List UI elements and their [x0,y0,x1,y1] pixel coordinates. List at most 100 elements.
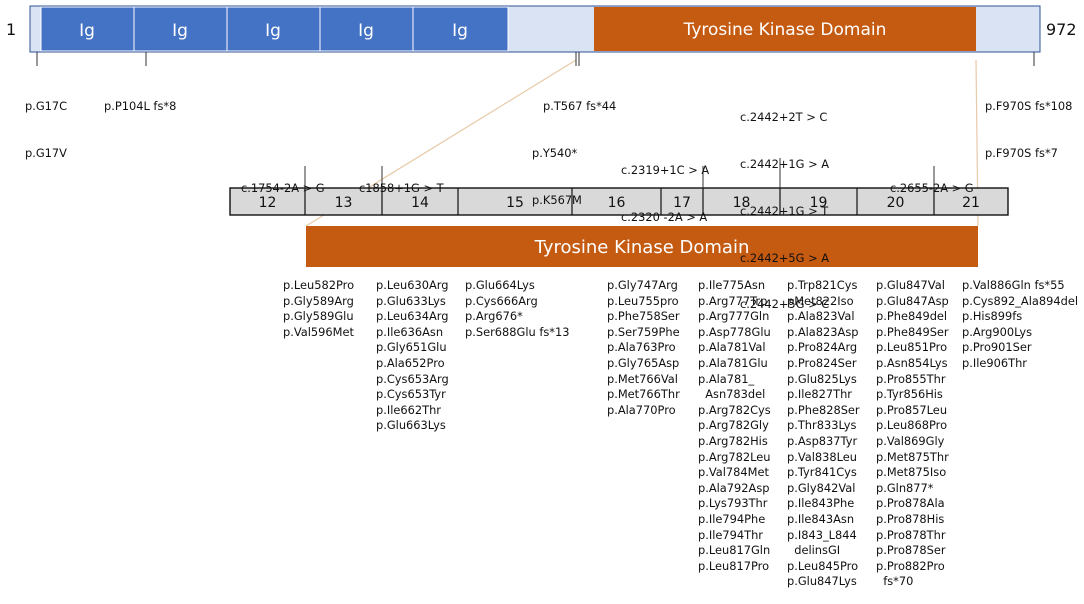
mutation-entry: fs*70 [876,574,914,589]
top-mutation-line: p.K567M [532,192,582,207]
mutation-entry: p.Ile775Asn [698,278,766,292]
splice-label-line: c1858+1G > T [359,181,444,196]
mutation-entry: p.Leu845Pro [787,558,859,573]
ig-domain-5-label: Ig [452,21,468,41]
mutation-entry: p.Leu817Pro [698,558,770,573]
exon-label-21: 21 [962,195,980,211]
mutation-entry: p.Ala652Pro [376,355,445,370]
mutation-entry: p.Cys666Arg [465,293,538,308]
mutation-entry: p.Glu663Lys [376,418,446,433]
top-mutation-f970: p.F970S fs*108 p.F970S fs*7 [985,68,1072,177]
mutation-entry: p.Ala823Val [787,309,855,324]
mutation-entry: p.Gly651Glu [376,340,447,355]
mutation-entry: p.Pro878His [876,511,945,526]
mutation-entry: p.Met875Thr [876,449,949,464]
exon-track [229,187,1009,216]
mutation-entry: p.Thr833Lys [787,418,857,433]
splice-label-2442: c.2442+2T > C c.2442+1G > A c.2442+1G > … [740,79,829,329]
splice-label-line: c.2442+1G > T [740,203,829,218]
mutation-entry: p.Arg782Leu [698,449,771,464]
mutation-entry: p.Ala823Asp [787,324,859,339]
mutation-entry: p.Gly842Val [787,480,856,495]
mutation-entry: p.Ile794Thr [698,527,763,542]
mutation-entry: p.Arg782Cys [698,402,771,417]
mutation-entry: p.Leu851Pro [876,340,948,355]
kinase-domain-bottom [306,226,978,267]
exon-label-13: 13 [335,195,353,211]
splice-label-line: c.2442+5G > A [740,250,830,265]
mutation-entry: p.Glu825Lys [787,371,857,386]
mutation-entry: p.Gly765Asp [607,355,680,370]
splice-label-1858: c1858+1G > T [359,150,444,212]
top-mutation-line: p.P104L fs*8 [104,99,177,114]
mutation-entry: p.Tyr856His [876,387,943,402]
top-mutation-g17: p.G17C p.G17V [25,68,67,177]
kinase-domain-top-label: Tyrosine Kinase Domain [683,20,887,40]
splice-label-line: c.2442+5G > C [740,297,830,312]
protein-start-number: 1 [6,20,17,39]
top-mutation-p104: p.P104L fs*8 [104,68,176,130]
ig-domain-4-label: Ig [358,21,374,41]
mutation-entry: p.Phe828Ser [787,402,860,417]
mutation-entry: p.Ile843Phe [787,496,855,511]
mutation-entry: p.Ala781_ [698,371,755,386]
exon-label-16: 16 [608,195,626,211]
mutation-entry: p.Cys892_Ala894del [962,293,1078,308]
mutation-entry: p.Arg782His [698,433,768,448]
mutation-entry: p.Leu755pro [607,293,679,308]
kinase-domain-bottom-label: Tyrosine Kinase Domain [534,237,750,258]
mutation-entry: p.Pro882Pro [876,558,945,573]
splice-label-2655: c.2655-2A > G [890,150,974,212]
mutation-entry: p.Asn854Lys [876,355,948,370]
mutation-entry: p.Pro878Ser [876,543,946,558]
mutation-entry: p.Arg777Gln [698,309,770,324]
mutation-entry: p.Gly589Arg [283,293,354,308]
mutation-entry: p.Glu847Lys [787,574,857,589]
mutation-entry: p.Glu847Asp [876,293,949,308]
mutation-entry: p.Phe758Ser [607,309,680,324]
mutation-entry: p.Ala770Pro [607,402,676,417]
ig-domain-1 [40,6,135,52]
mutation-entry: p.Ala781Val [698,340,766,355]
exon-label-19: 19 [810,195,828,211]
mutation-entry: p.Ala763Pro [607,340,676,355]
mutation-entry: p.Leu817Gln [698,543,771,558]
mutation-entry: p.Ala781Glu [698,355,768,370]
mutation-entry: p.Leu634Arg [376,309,449,324]
mutation-entry: p.Pro878Thr [876,527,946,542]
mutation-entry: p.Ser759Phe [607,324,680,339]
mutation-entry: p.I843_L844 [787,527,857,542]
mutation-entry: p.Pro901Ser [962,340,1032,355]
mutation-entry: p.Arg900Lys [962,324,1033,339]
mutation-entry: p.Arg777Trp [698,293,768,308]
mutation-entry: p.Arg676* [465,309,523,324]
protein-end-number: 972 [1046,20,1077,39]
mutation-entry: p.Pro878Ala [876,496,945,511]
mutation-entry: p.His899fs [962,309,1023,324]
exon-dividers [304,188,935,215]
mutation-entry: p.Leu582Pro [283,278,355,292]
top-mutation-line: p.G17C [25,99,68,114]
mutation-entry: p.Glu633Lys [376,293,446,308]
mutation-entry: p.Met766Val [607,371,678,386]
splice-label-line: c.1754-2A > G [241,181,325,196]
mutation-entry: p.Ala792Asp [698,480,770,495]
ig-domain-3-label: Ig [265,21,281,41]
mutation-entry: p.Asp778Glu [698,324,771,339]
mutation-entry: p.Ile906Thr [962,355,1027,370]
mutation-entry: p.Glu847Val [876,278,945,292]
ig-domain-2 [133,6,228,52]
exon-label-14: 14 [411,195,429,211]
splice-label-2319: c.2319+1C > A c.2320 -2A > A [621,132,709,241]
top-mutation-line: p.T567 fs*44 [543,99,617,114]
mutation-entry: p.Ile843Asn [787,511,855,526]
mutation-entry: p.Phe849del [876,309,948,324]
splice-label-line: c.2442+1G > A [740,156,830,171]
splice-label-line: c.2442+2T > C [740,110,828,125]
